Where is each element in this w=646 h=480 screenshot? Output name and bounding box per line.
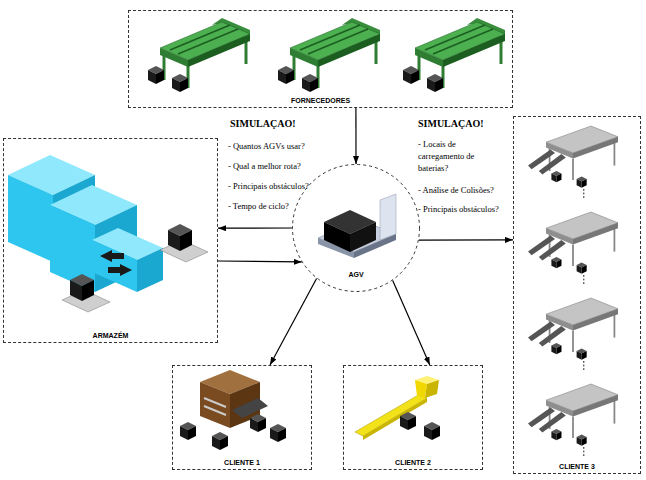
warehouse-art [8, 155, 208, 312]
supplier-art [148, 18, 250, 92]
client3-art [528, 126, 618, 198]
client3-art [528, 298, 618, 370]
client3-art [528, 384, 618, 456]
client2-art [363, 398, 427, 440]
group-box: CLIENTE 3 [513, 116, 641, 474]
client3-art [528, 126, 618, 456]
flow-arrow [218, 260, 302, 262]
question-note: - Tempo de ciclo? [228, 200, 328, 212]
warehouse-art [92, 240, 137, 292]
client1-art [204, 398, 226, 407]
client1-art [180, 422, 196, 440]
supplier-art [403, 18, 505, 92]
agv-art [318, 194, 396, 258]
circle-outline [293, 165, 420, 292]
client1-art [250, 414, 266, 432]
client1-art [232, 398, 268, 418]
client2-art [424, 422, 440, 440]
node-label: ARMAZÉM [4, 332, 217, 339]
warehouse-art [137, 248, 163, 292]
client1-art [204, 406, 226, 415]
group-box: ARMAZÉM [3, 138, 218, 343]
client2-art [400, 412, 416, 430]
flow-arrow [270, 278, 317, 365]
question-note: - Locais de carregamento de baterias? [418, 138, 500, 174]
flow-arrow [218, 227, 292, 228]
client1-art [180, 370, 286, 450]
simulation-heading: SIMULAÇAO! [230, 118, 320, 130]
supplier-art [278, 18, 380, 92]
agv-art [380, 194, 396, 240]
client1-art [200, 382, 230, 428]
question-note: - Quantos AGVs usar? [228, 140, 328, 152]
flow-arrow [393, 280, 430, 365]
group-box: CLIENTE 1 [172, 365, 312, 470]
flow-arrow [355, 108, 356, 164]
node-label: CLIENTE 3 [514, 463, 640, 470]
client3-art [528, 212, 618, 284]
client1-art [270, 424, 286, 442]
client2-art [355, 376, 440, 440]
warehouse-art [100, 250, 124, 262]
agv-circle: AGV [292, 164, 420, 292]
warehouse-art [108, 264, 132, 276]
question-note: - Qual a melhor rota? [228, 160, 328, 172]
node-label: CLIENTE 1 [173, 459, 311, 466]
client2-art [415, 380, 427, 398]
flow-arrow [419, 239, 513, 241]
simulation-heading: SIMULAÇAO! [418, 118, 508, 130]
group-box: CLIENTE 2 [343, 365, 483, 470]
client1-art [212, 432, 228, 450]
warehouse-art [168, 224, 192, 251]
warehouse-art [70, 274, 94, 301]
client2-art [425, 380, 439, 398]
warehouse-art [8, 175, 53, 262]
agv-art [350, 222, 376, 252]
question-note: - Principais obstáculos? [418, 203, 518, 215]
node-label: AGV [292, 271, 420, 278]
group-box: FORNECEDORES [128, 10, 513, 108]
question-note: - Análise de Colisões? [418, 184, 518, 196]
node-label: CLIENTE 2 [344, 459, 482, 466]
supplier-art [148, 18, 505, 92]
agv-art [324, 222, 350, 252]
node-label: FORNECEDORES [129, 97, 512, 104]
client2-art [355, 394, 427, 436]
question-note: - Principais obstáculos? [228, 180, 328, 192]
